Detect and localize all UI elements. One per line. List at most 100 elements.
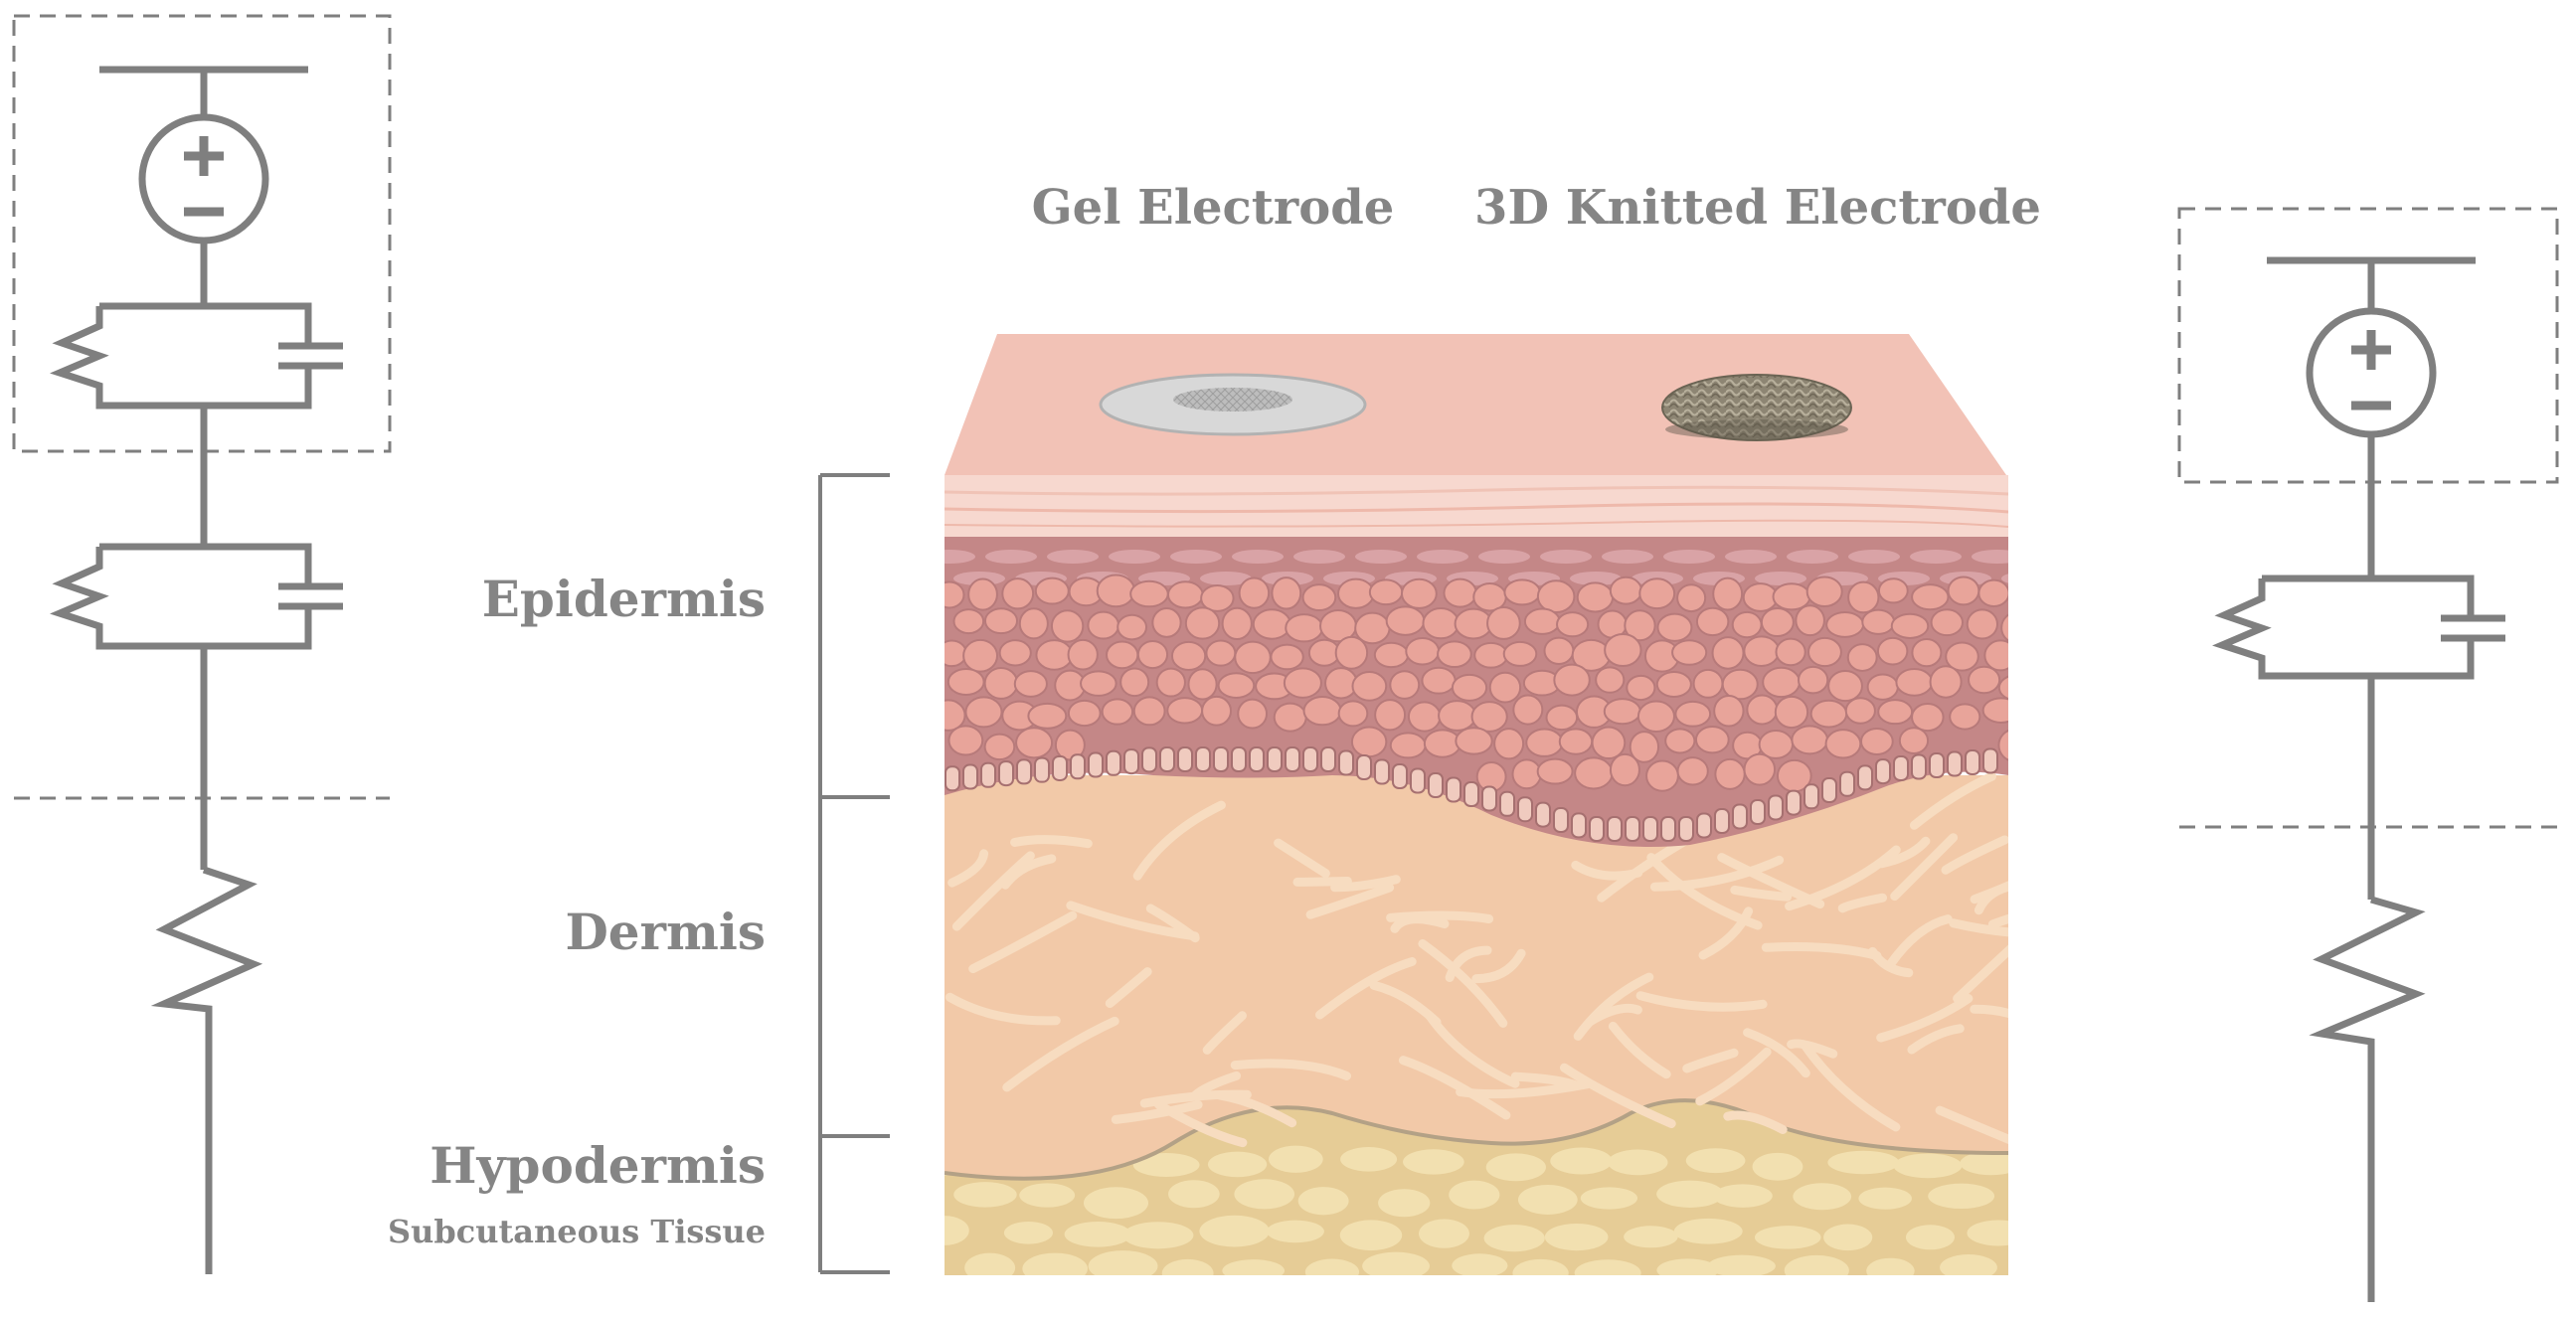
rc-element <box>2212 575 2505 680</box>
cell <box>1576 581 1615 613</box>
basal-cell <box>1463 781 1479 807</box>
fiber <box>1471 948 1526 984</box>
cell <box>1861 608 1896 635</box>
fat-cell <box>1752 1152 1803 1181</box>
cell <box>1385 605 1426 636</box>
basal-cell <box>1517 796 1533 823</box>
cell <box>1473 641 1509 669</box>
fiber <box>1425 1011 1520 1088</box>
fat-cell <box>1419 1219 1469 1248</box>
cell <box>1511 758 1542 790</box>
cell <box>1067 638 1099 671</box>
cell <box>1035 639 1074 671</box>
cell <box>1603 698 1641 726</box>
fat-cell <box>1340 1147 1398 1172</box>
dermis-label: Dermis <box>565 903 766 961</box>
basal-cell <box>1249 746 1265 772</box>
basal-cell <box>1141 746 1157 773</box>
cell <box>1013 670 1048 698</box>
basal-cell <box>1320 746 1336 772</box>
cell <box>1285 613 1324 643</box>
cell <box>1166 580 1204 609</box>
cell <box>1797 665 1829 695</box>
cell <box>1116 613 1148 641</box>
flat-cell <box>1200 572 1252 585</box>
cell <box>1001 577 1035 610</box>
cell <box>1795 604 1825 637</box>
basal-cell <box>1803 783 1819 810</box>
cell <box>1743 752 1777 786</box>
flat-cell <box>1972 550 2008 564</box>
fiber <box>1139 1089 1252 1108</box>
cell <box>964 696 1003 729</box>
gel-electrode-circuit <box>12 14 392 1274</box>
fiber <box>1585 1003 1642 1027</box>
cell <box>1713 695 1745 728</box>
cell <box>1977 578 2008 608</box>
cell <box>1271 576 1302 610</box>
cell <box>1775 637 1806 667</box>
cell <box>983 666 1019 700</box>
cell <box>1877 699 1914 726</box>
cell <box>1877 577 1909 604</box>
basal-cell <box>1285 746 1300 772</box>
cell <box>1050 609 1085 643</box>
voltage-source-icon <box>2306 307 2437 438</box>
fiber <box>951 851 1035 931</box>
fat-cell <box>1793 1183 1852 1211</box>
fat-cell <box>1550 1147 1613 1175</box>
basal-cell <box>1911 753 1927 780</box>
cell <box>1911 637 1943 668</box>
fat-cell <box>1624 1226 1678 1248</box>
basal-cell <box>1821 777 1837 803</box>
flat-cell <box>1848 550 1900 564</box>
fiber <box>1909 771 1996 830</box>
cell <box>983 607 1019 635</box>
basal-cell <box>1267 746 1283 772</box>
voltage-source-icon <box>138 113 269 245</box>
cell <box>1827 669 1863 703</box>
basal-cell <box>1052 754 1068 781</box>
basal-cell <box>1070 753 1086 780</box>
cell <box>1676 583 1707 613</box>
cell <box>1671 639 1708 666</box>
tissue-resistor-icon <box>150 866 263 1274</box>
fat-cell <box>1161 1258 1214 1275</box>
fat-cell <box>1207 1151 1268 1178</box>
basal-cell <box>1302 746 1318 772</box>
cell <box>1847 580 1880 614</box>
basal-cell <box>1428 772 1444 798</box>
cell <box>1743 635 1781 667</box>
epidermis-label: Epidermis <box>482 570 766 628</box>
cell <box>1636 700 1675 733</box>
basal-cell <box>1481 785 1497 812</box>
cell <box>1609 752 1640 787</box>
basal-cell <box>1660 816 1676 842</box>
fat-cell <box>1088 1250 1158 1275</box>
cell <box>1558 728 1594 755</box>
fat-cell <box>1485 1153 1546 1182</box>
fiber <box>1445 945 1492 982</box>
basal-cell <box>1857 764 1873 791</box>
basal-cell <box>1356 754 1372 780</box>
cell <box>1423 729 1461 758</box>
fat-cell <box>1234 1179 1295 1210</box>
cell <box>1283 667 1322 699</box>
fiber <box>1949 918 2008 937</box>
fat-cell <box>1656 1258 1719 1275</box>
cell <box>1966 608 1999 640</box>
cell <box>1270 643 1304 671</box>
cell <box>1523 607 1561 635</box>
cell <box>1695 606 1730 637</box>
subcutaneous-tissue-label: Subcutaneous Tissue <box>388 1213 766 1250</box>
basal-cell <box>962 763 978 790</box>
cell <box>1129 579 1169 608</box>
cell <box>967 577 998 611</box>
fiber <box>1723 1110 1788 1134</box>
cell <box>1809 699 1848 729</box>
basal-cell <box>1768 794 1784 821</box>
fiber <box>1970 1004 2008 1019</box>
fat-cell <box>1269 1145 1323 1173</box>
fiber <box>1398 1056 1511 1120</box>
basal-cell <box>1195 746 1211 772</box>
